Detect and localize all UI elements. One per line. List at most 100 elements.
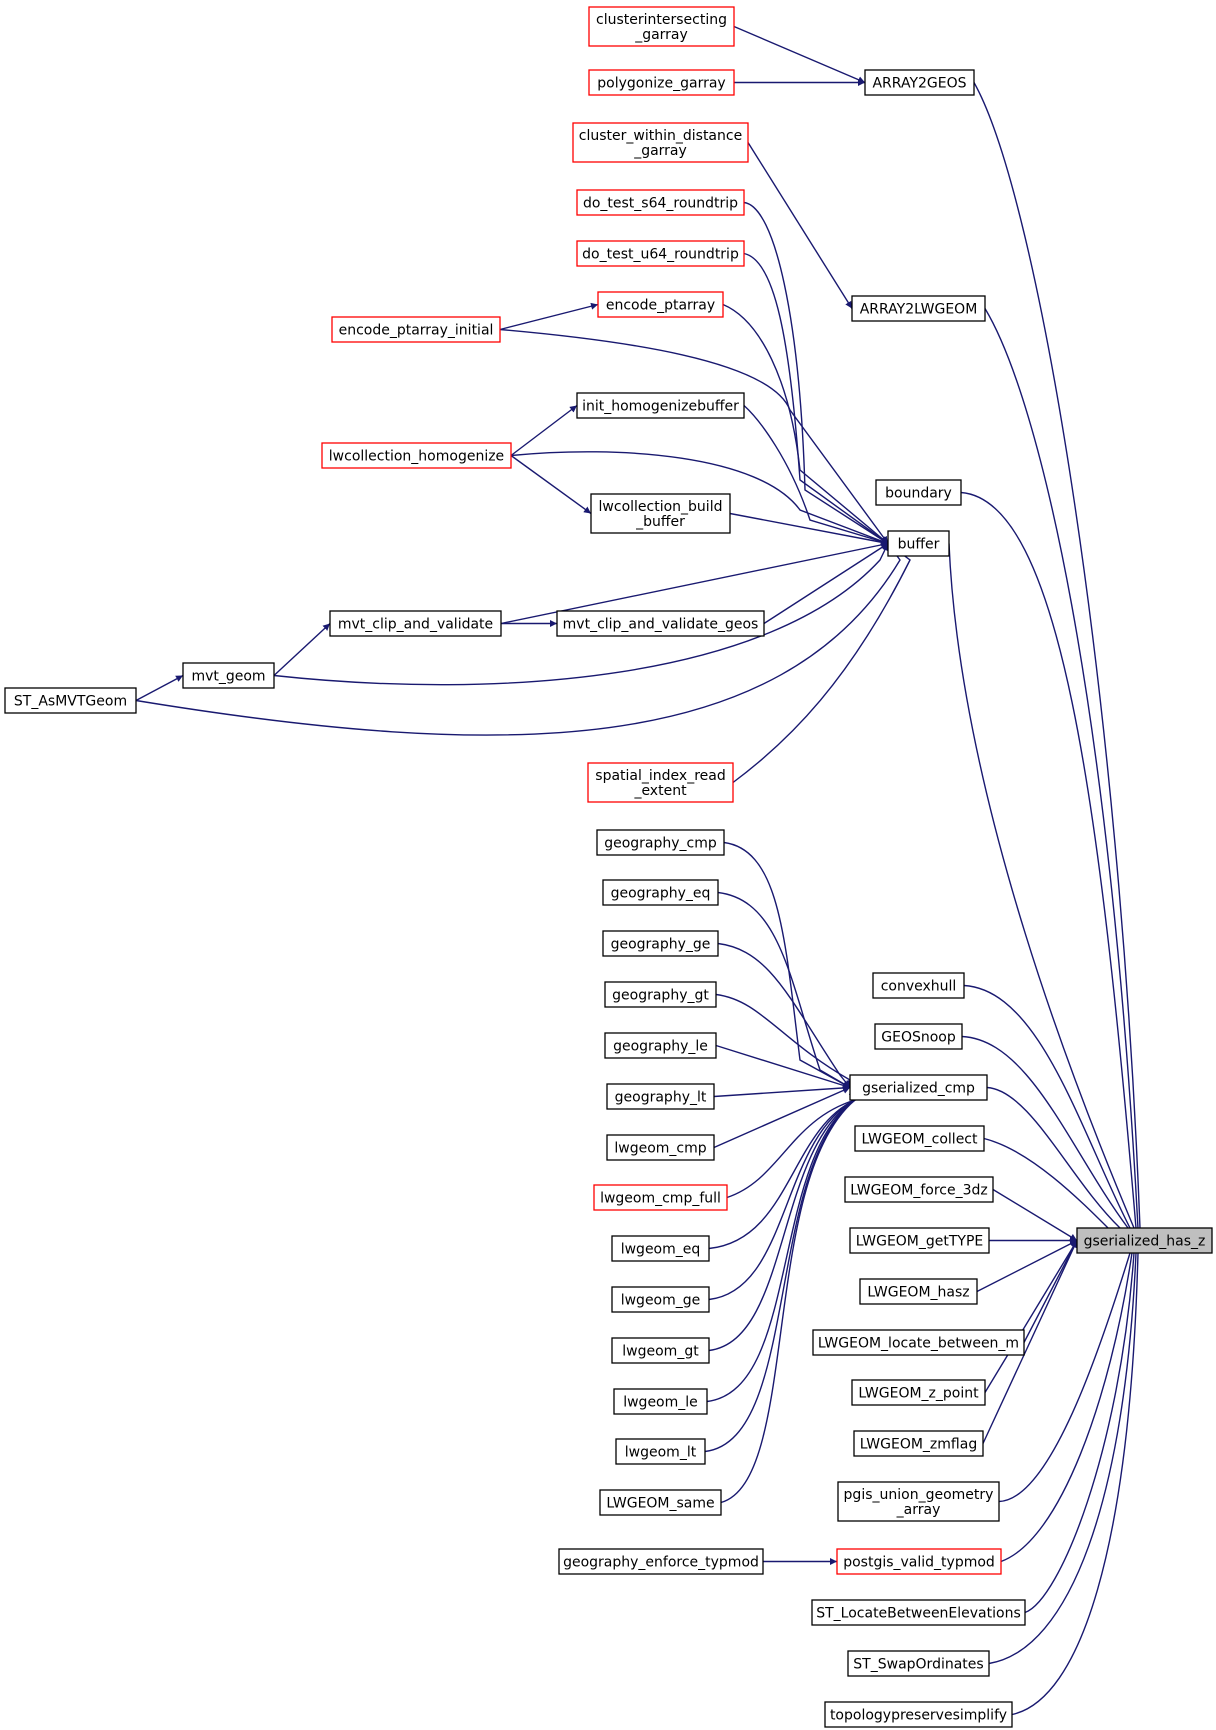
edge-geography_gt-to-gserialized_cmp bbox=[715, 993, 854, 1088]
node-label: ST_SwapOrdinates bbox=[853, 1657, 983, 1673]
node-label: geography_eq bbox=[611, 886, 711, 902]
node-label: _buffer bbox=[635, 514, 685, 530]
edge-do_test_s64-to-buffer bbox=[743, 201, 889, 545]
node-mvt-clip-and-validate[interactable]: mvt_clip_and_validate bbox=[329, 610, 502, 637]
node-label: encode_ptarray_initial bbox=[339, 323, 494, 339]
node-clusterintersecting[interactable]: clusterintersecting_garray bbox=[588, 6, 735, 47]
edge-st_asmvtgeom-to-mvt_geom bbox=[135, 674, 184, 702]
node-label: clusterintersecting bbox=[596, 12, 727, 28]
node-do-test-s64[interactable]: do_test_s64_roundtrip bbox=[576, 189, 745, 216]
edge-st_asmvtgeom-to-buffer bbox=[135, 543, 901, 736]
node-topologypreservesimplify[interactable]: topologypreservesimplify bbox=[824, 1701, 1013, 1728]
node-mvt-geom[interactable]: mvt_geom bbox=[182, 662, 275, 689]
node-array2geos[interactable]: ARRAY2GEOS bbox=[864, 69, 975, 96]
node-convexhull[interactable]: convexhull bbox=[872, 972, 965, 999]
node-lwgeom-le[interactable]: lwgeom_le bbox=[613, 1388, 708, 1415]
node-box bbox=[1076, 1227, 1213, 1254]
node-label: do_test_s64_roundtrip bbox=[583, 196, 738, 212]
node-label: LWGEOM_getTYPE bbox=[856, 1234, 984, 1250]
edge-lwgeom_gt-to-gserialized_cmp bbox=[708, 1087, 856, 1352]
node-gserialized-cmp[interactable]: gserialized_cmp bbox=[849, 1074, 988, 1101]
edge-geosnoop-to-gserialized_has_z bbox=[961, 1035, 1130, 1243]
node-lwgeom-force-3dz[interactable]: LWGEOM_force_3dz bbox=[844, 1176, 994, 1203]
node-label: spatial_index_read bbox=[595, 768, 725, 784]
node-init-homogenizebuffer[interactable]: init_homogenizebuffer bbox=[576, 392, 745, 419]
node-encode-ptarray[interactable]: encode_ptarray bbox=[597, 291, 724, 318]
node-lwgeom-hasz[interactable]: LWGEOM_hasz bbox=[859, 1278, 978, 1305]
node-lwgeom-locate-between-m[interactable]: LWGEOM_locate_between_m bbox=[812, 1329, 1025, 1356]
node-label: ARRAY2GEOS bbox=[872, 76, 966, 92]
node-label: lwgeom_cmp_full bbox=[600, 1191, 721, 1207]
node-lwgeom-ge[interactable]: lwgeom_ge bbox=[611, 1286, 710, 1313]
node-polygonize[interactable]: polygonize_garray bbox=[588, 69, 735, 96]
edge-lwcollection_build_buffer-to-buffer bbox=[729, 512, 889, 546]
node-gserialized-has-z[interactable]: gserialized_has_z bbox=[1076, 1227, 1213, 1254]
node-box bbox=[859, 1278, 978, 1305]
edge-lwgeom_same-to-gserialized_cmp bbox=[720, 1087, 856, 1504]
node-postgis-valid-typmod[interactable]: postgis_valid_typmod bbox=[836, 1548, 1002, 1575]
node-do-test-u64[interactable]: do_test_u64_roundtrip bbox=[576, 240, 745, 267]
node-label: lwgeom_gt bbox=[622, 1344, 699, 1360]
node-encode-ptarray-initial[interactable]: encode_ptarray_initial bbox=[331, 316, 501, 343]
node-geography-enforce-typmod[interactable]: geography_enforce_typmod bbox=[558, 1548, 764, 1575]
node-label: _garray bbox=[634, 27, 688, 43]
node-boundary[interactable]: boundary bbox=[875, 479, 962, 506]
node-buffer[interactable]: buffer bbox=[887, 530, 950, 557]
node-lwgeom-zmflag[interactable]: LWGEOM_zmflag bbox=[853, 1430, 984, 1457]
node-geography-ge[interactable]: geography_ge bbox=[602, 930, 719, 957]
node-geography-lt[interactable]: geography_lt bbox=[606, 1083, 715, 1110]
node-box bbox=[849, 1074, 988, 1101]
node-label: topologypreservesimplify bbox=[830, 1708, 1007, 1724]
node-lwgeom-z-point[interactable]: LWGEOM_z_point bbox=[851, 1379, 986, 1406]
node-box bbox=[602, 879, 719, 906]
edge-clusterintersecting-to-array2geos bbox=[733, 25, 866, 84]
node-box bbox=[321, 442, 512, 469]
node-lwcollection-homogenize[interactable]: lwcollection_homogenize bbox=[321, 442, 512, 469]
node-pgis-union[interactable]: pgis_union_geometry_array bbox=[837, 1481, 1000, 1522]
node-spatial-index-read[interactable]: spatial_index_read_extent bbox=[587, 762, 734, 803]
node-lwgeom-eq[interactable]: lwgeom_eq bbox=[611, 1235, 710, 1262]
node-label: LWGEOM_collect bbox=[862, 1132, 979, 1148]
node-box bbox=[331, 316, 501, 343]
node-geosnoop[interactable]: GEOSnoop bbox=[874, 1023, 963, 1050]
node-label: mvt_geom bbox=[191, 669, 265, 685]
node-label: buffer bbox=[898, 537, 940, 553]
edge-lwcollection_homogenize-to-lwcollection_build_buffer bbox=[510, 454, 592, 515]
node-label: geography_le bbox=[613, 1039, 708, 1055]
node-mvt-clip-and-validate-geos[interactable]: mvt_clip_and_validate_geos bbox=[556, 610, 765, 637]
node-geography-cmp[interactable]: geography_cmp bbox=[596, 829, 725, 856]
node-lwgeom-collect[interactable]: LWGEOM_collect bbox=[854, 1125, 985, 1152]
node-st-swapordinates[interactable]: ST_SwapOrdinates bbox=[847, 1650, 990, 1677]
node-box bbox=[875, 479, 962, 506]
node-box bbox=[853, 1430, 984, 1457]
node-lwgeom-gt[interactable]: lwgeom_gt bbox=[611, 1337, 710, 1364]
node-geography-gt[interactable]: geography_gt bbox=[604, 981, 717, 1008]
node-label: ARRAY2LWGEOM bbox=[860, 302, 978, 318]
edge-gserialized_cmp-to-gserialized_has_z bbox=[986, 1086, 1122, 1242]
node-label: LWGEOM_same bbox=[606, 1496, 714, 1512]
node-st-asmvtgeom[interactable]: ST_AsMVTGeom bbox=[4, 687, 137, 714]
edge-array2geos-to-gserialized_has_z bbox=[973, 82, 1141, 1243]
edge-geography_eq-to-gserialized_cmp bbox=[717, 891, 851, 1089]
edge-buffer-to-gserialized_has_z bbox=[948, 543, 1135, 1243]
node-array2lwgeom[interactable]: ARRAY2LWGEOM bbox=[851, 295, 986, 322]
node-label: LWGEOM_hasz bbox=[867, 1285, 969, 1301]
node-lwgeom-same[interactable]: LWGEOM_same bbox=[599, 1489, 722, 1516]
node-label: LWGEOM_locate_between_m bbox=[818, 1336, 1019, 1352]
node-lwgeom-lt[interactable]: lwgeom_lt bbox=[615, 1438, 706, 1465]
node-geography-le[interactable]: geography_le bbox=[604, 1032, 717, 1059]
node-lwcollection-build-buffer[interactable]: lwcollection_build_buffer bbox=[590, 493, 731, 534]
node-label: geography_cmp bbox=[604, 836, 717, 852]
node-cluster-within[interactable]: cluster_within_distance_garray bbox=[572, 122, 749, 163]
node-box bbox=[597, 291, 724, 318]
edge-postgis_valid_typmod-to-gserialized_has_z bbox=[1000, 1238, 1133, 1563]
node-lwgeom-cmp[interactable]: lwgeom_cmp bbox=[606, 1134, 715, 1161]
node-lwgeom-cmp-full[interactable]: lwgeom_cmp_full bbox=[593, 1184, 728, 1211]
edge-st_locatebetweenelevations-to-gserialized_has_z bbox=[1024, 1238, 1135, 1614]
node-box bbox=[615, 1438, 706, 1465]
node-st-locatebetweenelevations[interactable]: ST_LocateBetweenElevations bbox=[811, 1599, 1026, 1626]
node-geography-eq[interactable]: geography_eq bbox=[602, 879, 719, 906]
node-lwgeom-gettype[interactable]: LWGEOM_getTYPE bbox=[849, 1227, 990, 1254]
edge-spatial_index_read-to-buffer bbox=[732, 542, 911, 784]
